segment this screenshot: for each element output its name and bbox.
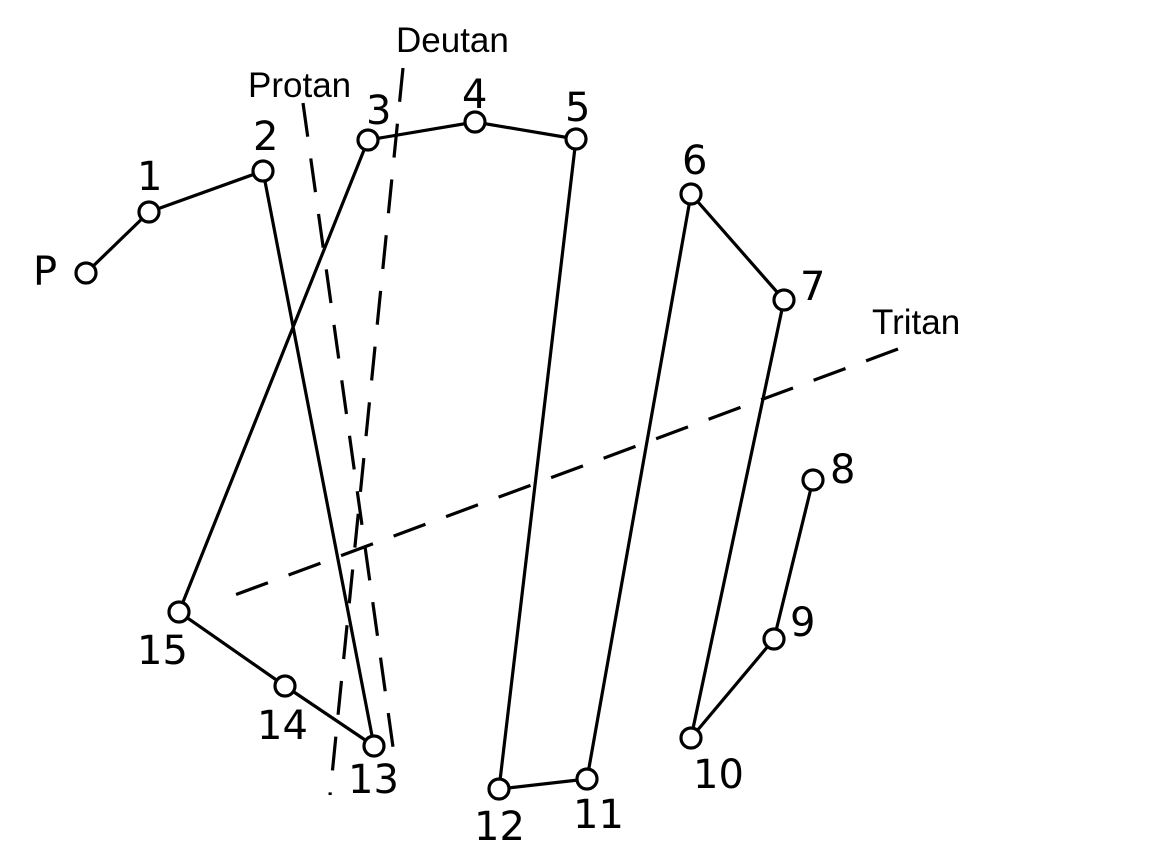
cap-1-label: 1 (137, 154, 162, 200)
cap-4-marker (463, 110, 487, 134)
cap-10-marker (679, 726, 703, 750)
cap-13-label: 13 (348, 757, 399, 803)
cap-5-marker (564, 127, 588, 151)
cap-12-marker (487, 777, 511, 801)
cap-4-label: 4 (462, 72, 487, 118)
tritan-label: Tritan (872, 303, 960, 342)
cap-9-label: 9 (790, 600, 815, 646)
cap-15-label: 15 (137, 628, 188, 674)
cap-2-label: 2 (253, 114, 278, 160)
cap-3-label: 3 (366, 88, 391, 134)
cap-14-marker (273, 674, 297, 698)
cap-8-label: 8 (830, 447, 855, 493)
cap-8-marker (801, 468, 825, 492)
cap-15-marker (167, 600, 191, 624)
cap-6-marker (679, 182, 703, 206)
cap-11-marker (575, 767, 599, 791)
cap-P-label: P (33, 249, 57, 295)
cap-10-label: 10 (693, 752, 744, 798)
cap-7-label: 7 (800, 264, 825, 310)
arrangement-path (84, 120, 815, 791)
cap-13-marker (362, 734, 386, 758)
cap-14-label: 14 (257, 703, 308, 749)
confusion-axes (223, 67, 899, 796)
deutan-label: Deutan (396, 21, 509, 60)
protan-label: Protan (248, 66, 351, 105)
cap-9-marker (762, 627, 786, 651)
cap-6-label: 6 (682, 138, 707, 184)
cap-P-marker (74, 261, 98, 285)
cap-3-marker (356, 128, 380, 152)
cap-12-label: 12 (474, 804, 525, 850)
deutan-axis (328, 67, 405, 796)
cap-1-marker (137, 200, 161, 224)
cap-2-marker (251, 159, 275, 183)
cap-5-label: 5 (565, 85, 590, 131)
cap-11-label: 11 (573, 792, 624, 838)
cap-7-marker (772, 288, 796, 312)
protan-axis (301, 102, 395, 748)
tritan-axis (223, 347, 899, 601)
